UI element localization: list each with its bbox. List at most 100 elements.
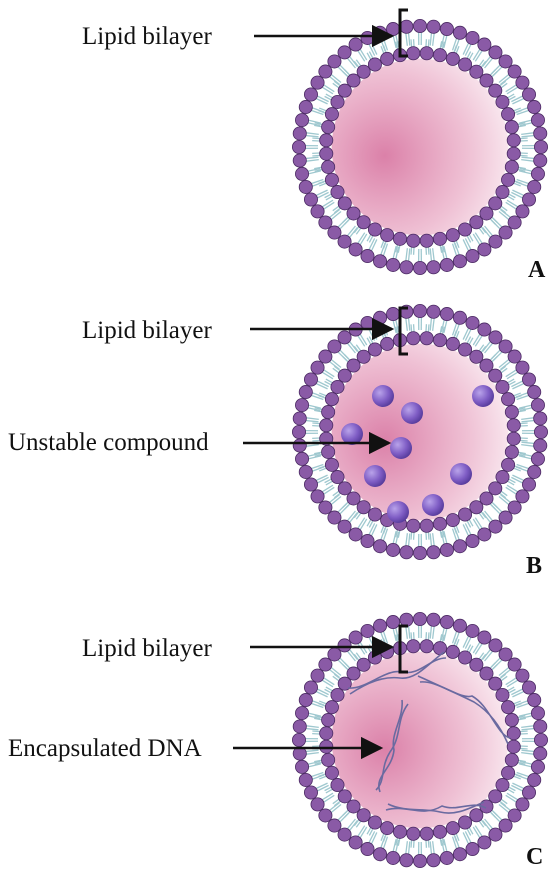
lipid-head [489, 369, 502, 382]
liposome-b [292, 304, 547, 559]
lipid-head [407, 640, 420, 653]
particle [372, 385, 394, 407]
lipid-head [427, 854, 440, 867]
lipid-head [304, 88, 317, 101]
lipid-head [499, 648, 512, 661]
lipid-head [361, 534, 374, 547]
liposome-c [292, 612, 547, 867]
lipid-head [338, 828, 351, 841]
lipid-head [508, 658, 521, 671]
particle [390, 437, 412, 459]
lipid-head [508, 501, 521, 514]
lipid-head [508, 809, 521, 822]
lipid-head [531, 706, 544, 719]
particle [364, 465, 386, 487]
lipid-head [522, 193, 535, 206]
lipid-head [453, 540, 466, 553]
particle [472, 385, 494, 407]
lipid-head [368, 58, 381, 71]
lipid-head [322, 445, 335, 458]
lipid-head [489, 677, 502, 690]
lipid-head [507, 432, 520, 445]
lipid-head [516, 490, 529, 503]
lipid-head [357, 65, 370, 78]
lipid-head [522, 681, 535, 694]
lipid-head [373, 255, 386, 268]
lipid-head [522, 786, 535, 799]
lipid-head [311, 76, 324, 89]
lipid-head [293, 154, 306, 167]
svg-text:Lipid bilayer: Lipid bilayer [82, 317, 212, 344]
lipid-head [357, 350, 370, 363]
lipid-head [496, 380, 509, 393]
lipid-head [349, 38, 362, 51]
lipid-head [295, 113, 308, 126]
lipid-head [331, 470, 344, 483]
lipid-head [373, 26, 386, 39]
lipid-head [466, 316, 479, 329]
lipid-head [338, 790, 351, 803]
svg-text:Lipid bilayer: Lipid bilayer [82, 635, 212, 662]
lipid-head [393, 232, 406, 245]
lipid-head [466, 31, 479, 44]
lipid-head [319, 65, 332, 78]
lipid-head [420, 47, 433, 60]
lipid-head [420, 827, 433, 840]
lipid-head [534, 747, 547, 760]
lipid-head [386, 22, 399, 35]
lipid-head [325, 458, 338, 471]
lipid-head [427, 546, 440, 559]
lipid-head [507, 147, 520, 160]
particle [450, 463, 472, 485]
lipid-head [381, 821, 394, 834]
lipid-head [531, 167, 544, 180]
lipid-head [531, 760, 544, 773]
lipid-head [331, 380, 344, 393]
lipid-head [386, 258, 399, 271]
lipid-head [338, 46, 351, 59]
lipid-head [453, 311, 466, 324]
lipid-head [400, 546, 413, 559]
lipid-head [505, 160, 518, 173]
lipid-head [499, 819, 512, 832]
lipid-head [446, 337, 459, 350]
lipid-head [373, 540, 386, 553]
lipid-head [295, 167, 308, 180]
lipid-head [440, 307, 453, 320]
lipid-head [299, 693, 312, 706]
lipid-head [507, 134, 520, 147]
particle [422, 494, 444, 516]
lipid-head [361, 316, 374, 329]
lipid-head [319, 501, 332, 514]
lipid-head [381, 52, 394, 65]
lipid-head [304, 478, 317, 491]
lipid-head [311, 490, 324, 503]
lipid-head [496, 688, 509, 701]
lipid-head [331, 95, 344, 108]
lipid-head [516, 205, 529, 218]
lipid-head [440, 543, 453, 556]
lipid-head [534, 127, 547, 140]
lipid-head [420, 640, 433, 653]
lipid-head [304, 193, 317, 206]
lipid-head [427, 20, 440, 33]
lipid-head [458, 508, 471, 521]
lipid-head [299, 100, 312, 113]
lipid-head [293, 127, 306, 140]
lipid-head [528, 693, 541, 706]
lipid-head [349, 243, 362, 256]
lipid-head [433, 642, 446, 655]
lipid-head [499, 340, 512, 353]
lipid-head [528, 385, 541, 398]
svg-text:Unstable compound: Unstable compound [8, 429, 209, 456]
panel-letter-a: A [528, 257, 546, 283]
lipid-head [427, 613, 440, 626]
lipid-head [349, 836, 362, 849]
lipid-head [458, 343, 471, 356]
lipid-head [446, 513, 459, 526]
lipid-head [368, 343, 381, 356]
lipid-head [361, 249, 374, 262]
lipid-head [299, 385, 312, 398]
lipid-head [522, 478, 535, 491]
